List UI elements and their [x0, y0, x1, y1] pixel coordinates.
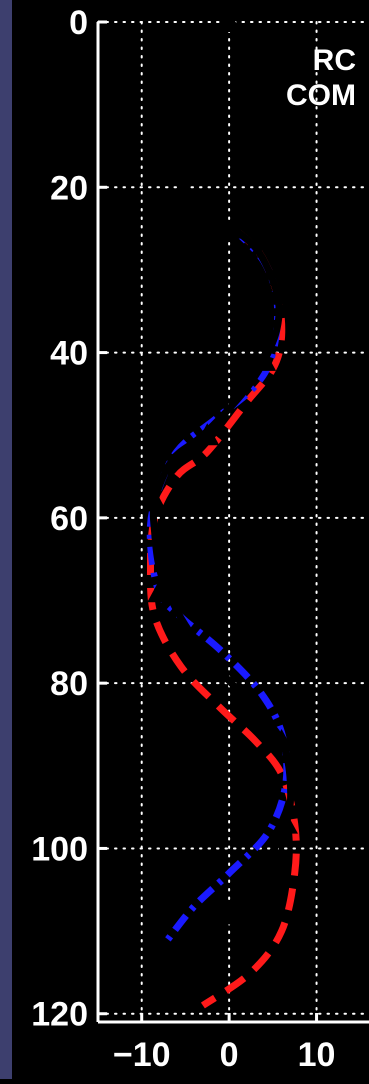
series-layer — [146, 19, 300, 1009]
y-tick-label: 0 — [69, 4, 88, 42]
triangle-marker — [273, 811, 298, 834]
triangle-marker — [147, 976, 172, 999]
series-line-dashed — [146, 225, 300, 1009]
y-tick-label: 20 — [50, 169, 88, 207]
triangle-marker — [217, 10, 242, 32]
triangle-marker — [265, 282, 290, 305]
left-edge-strip — [0, 0, 12, 1079]
y-tick-label: 100 — [31, 830, 88, 868]
triangle-marker — [204, 654, 229, 677]
triangle-marker — [142, 489, 167, 512]
x-tick-label: 0 — [220, 1036, 239, 1074]
triangle-marker — [155, 100, 180, 123]
triangle-marker — [169, 158, 194, 181]
legend-entry: COM — [286, 79, 356, 112]
y-tick-label: 80 — [50, 665, 88, 703]
legend-entry: RC — [313, 44, 356, 77]
triangle-marker — [221, 216, 246, 239]
series-line-dash-dot — [146, 226, 291, 942]
marker-layer — [142, 10, 298, 999]
triangle-marker — [269, 729, 294, 752]
y-tick-label: 60 — [50, 500, 88, 538]
y-tick-label: 120 — [31, 996, 88, 1034]
triangle-marker — [195, 423, 220, 446]
x-tick-label: −10 — [113, 1036, 171, 1074]
triangle-marker — [252, 348, 277, 371]
tick-label-layer: 0 20 40 60 80 100 120 −10 0 10 — [31, 4, 335, 1074]
y-tick-label: 40 — [50, 335, 88, 373]
triangle-marker — [147, 580, 172, 603]
axis-layer — [96, 20, 369, 1024]
x-tick-label: 10 — [298, 1036, 336, 1074]
series-line-solid — [149, 19, 295, 992]
triangle-marker — [173, 43, 198, 66]
triangle-marker — [217, 902, 242, 925]
